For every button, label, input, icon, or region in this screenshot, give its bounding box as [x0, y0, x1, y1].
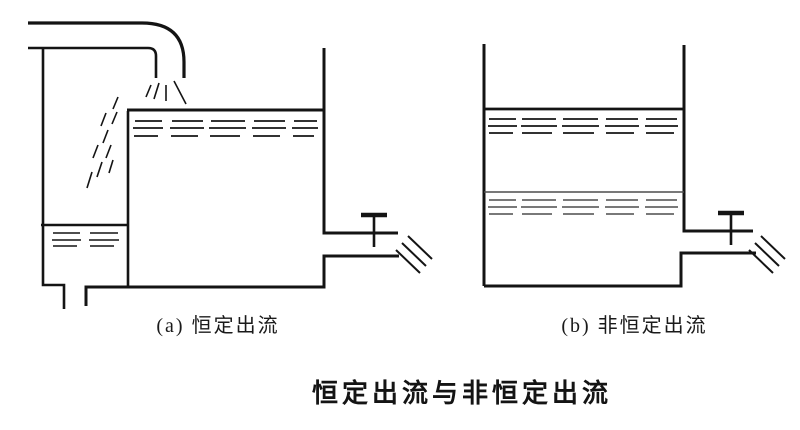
- outflow-jet-b-icon: [748, 235, 786, 274]
- tank-a-water-surface-hatching: [133, 120, 318, 137]
- tank-b-right-wall-and-spout: [682, 45, 753, 233]
- overflow-pool-hatching: [52, 232, 119, 247]
- panel-unsteady-outflow: [482, 44, 786, 288]
- panel-steady-outflow: [28, 21, 433, 309]
- supply-pipe-inner-wall: [28, 46, 158, 78]
- tank-b-upper-surface-hatching: [488, 118, 678, 134]
- panel-b-label: (b) 非恒定出流: [561, 315, 708, 337]
- overflow-falling-water: [86, 96, 119, 189]
- supply-pipe: [28, 21, 186, 78]
- inflow-spray-icon: [145, 80, 187, 105]
- tank-b-bottom: [484, 251, 756, 288]
- supply-pipe-outer-wall: [28, 21, 186, 78]
- outlet-valve-a-icon: [361, 212, 387, 247]
- tank-b-lower-surface-hatching: [488, 199, 678, 215]
- outflow-jet-a-icon: [395, 235, 433, 274]
- tank-a-bottom-and-drain: [84, 254, 399, 306]
- tank-a-right-wall-and-spout: [322, 48, 398, 235]
- outlet-valve-b-icon: [718, 210, 744, 245]
- figure-caption: 恒定出流与非恒定出流: [311, 378, 612, 408]
- overflow-chamber-left-wall: [41, 48, 66, 309]
- panel-a-label: (a) 恒定出流: [156, 315, 280, 337]
